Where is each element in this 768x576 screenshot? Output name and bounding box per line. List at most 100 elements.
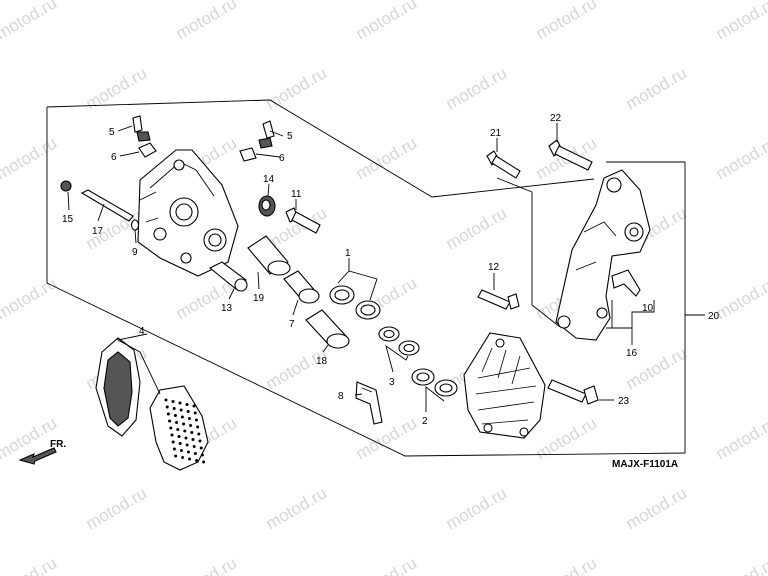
callout-20: 20 bbox=[708, 311, 720, 322]
bolt-21 bbox=[486, 150, 521, 179]
pad-dot bbox=[179, 408, 183, 412]
pad-dot bbox=[198, 439, 202, 443]
callout-19: 19 bbox=[253, 293, 265, 304]
pad-dot bbox=[185, 443, 189, 447]
watermark-text: motod.ru bbox=[533, 553, 601, 576]
watermark-text: motod.ru bbox=[713, 133, 768, 183]
pad-dot bbox=[187, 417, 191, 420]
watermark-text: motod.ru bbox=[623, 483, 691, 533]
callout-18: 18 bbox=[316, 356, 328, 367]
pad-dot bbox=[178, 401, 182, 405]
watermark-text: motod.ru bbox=[353, 553, 421, 576]
callout-5-right: 5 bbox=[287, 131, 293, 142]
pad-dot bbox=[191, 438, 195, 441]
callout-1: 1 bbox=[345, 248, 351, 259]
watermark-text: motod.ru bbox=[0, 553, 60, 576]
pad-retainer-10 bbox=[611, 269, 641, 297]
callout-15: 15 bbox=[62, 214, 74, 225]
callout-6-left: 6 bbox=[111, 152, 117, 163]
watermark-text: motod.ru bbox=[353, 133, 421, 183]
watermark-text: motod.ru bbox=[353, 0, 421, 43]
pad-dot bbox=[192, 404, 196, 408]
callout-5-left: 5 bbox=[109, 127, 115, 138]
watermark-text: motod.ru bbox=[443, 203, 511, 253]
callout-14: 14 bbox=[263, 174, 275, 185]
seal-set-3 bbox=[378, 326, 420, 356]
piston-18 bbox=[305, 309, 350, 349]
caliper-bracket-16 bbox=[555, 169, 651, 341]
watermark-text: motod.ru bbox=[263, 343, 331, 393]
callout-13: 13 bbox=[221, 303, 233, 314]
caliper-body-right bbox=[463, 332, 546, 439]
pad-dot bbox=[179, 449, 183, 452]
pad-dot bbox=[193, 411, 197, 415]
pad-dot bbox=[186, 410, 190, 413]
pad-dot bbox=[193, 452, 197, 455]
pad-dot bbox=[177, 435, 181, 438]
pad-dot bbox=[202, 460, 206, 464]
watermark-text: motod.ru bbox=[173, 553, 241, 576]
pad-friction-dots bbox=[164, 398, 206, 464]
watermark-text: motod.ru bbox=[443, 63, 511, 113]
watermark-text: motod.ru bbox=[173, 0, 241, 43]
watermark-text: motod.ru bbox=[0, 0, 60, 43]
callout-11: 11 bbox=[291, 189, 302, 200]
callout-23: 23 bbox=[618, 396, 630, 407]
bleeder-screw-left bbox=[132, 115, 157, 158]
pad-dot bbox=[197, 432, 201, 436]
piston-7 bbox=[283, 270, 320, 304]
pad-dot bbox=[165, 405, 169, 409]
pad-dot bbox=[176, 428, 180, 431]
pad-dot bbox=[164, 398, 168, 402]
pad-dot bbox=[166, 412, 170, 416]
callout-22: 22 bbox=[550, 113, 562, 124]
pad-dot bbox=[195, 459, 199, 462]
watermark-text: motod.ru bbox=[713, 273, 768, 323]
callout-4: 4 bbox=[139, 326, 145, 337]
pad-dot bbox=[173, 414, 177, 417]
watermark-text: motod.ru bbox=[533, 0, 601, 43]
pad-dot bbox=[185, 403, 189, 406]
pad-dot bbox=[174, 454, 178, 458]
pad-spring-8 bbox=[355, 381, 383, 425]
brake-pads-4 bbox=[95, 337, 209, 471]
diagram-code: MAJX-F1101A bbox=[612, 459, 678, 470]
watermark-text: motod.ru bbox=[713, 0, 768, 43]
dust-boot-14 bbox=[258, 195, 276, 217]
callout-labels: 1 2 3 4 5 5 6 6 7 8 9 10 11 12 13 14 15 … bbox=[62, 113, 720, 427]
pad-dot bbox=[175, 421, 179, 424]
pad-dot bbox=[188, 457, 192, 461]
pad-dot bbox=[181, 456, 185, 459]
piston-19 bbox=[247, 235, 291, 276]
bolt-12 bbox=[477, 289, 520, 310]
watermark-text: motod.ru bbox=[713, 413, 768, 463]
bolt-23 bbox=[547, 379, 599, 405]
pad-dot bbox=[196, 425, 200, 429]
assembly-outline bbox=[46, 99, 705, 457]
pad-dot bbox=[169, 426, 173, 430]
pad-dot bbox=[172, 407, 176, 410]
callout-9: 9 bbox=[132, 247, 138, 258]
watermark-text: motod.ru bbox=[263, 483, 331, 533]
callout-12: 12 bbox=[488, 262, 500, 273]
pad-dot bbox=[190, 431, 194, 434]
callout-17: 17 bbox=[92, 226, 104, 237]
pad-dot bbox=[172, 447, 176, 451]
pad-dot bbox=[194, 418, 198, 422]
watermark-text: motod.ru bbox=[713, 553, 768, 576]
seal-set-2 bbox=[411, 368, 458, 397]
pad-dot bbox=[199, 446, 203, 450]
pad-dot bbox=[170, 433, 174, 437]
callout-16: 16 bbox=[626, 348, 638, 359]
pad-dot bbox=[200, 453, 204, 457]
pad-dot bbox=[178, 442, 182, 445]
pad-dot bbox=[180, 415, 184, 419]
pad-dot bbox=[168, 419, 172, 423]
caliper-body-left bbox=[137, 149, 239, 277]
pad-dot bbox=[189, 424, 193, 427]
watermark-text: motod.ru bbox=[443, 483, 511, 533]
callout-8: 8 bbox=[338, 391, 344, 402]
